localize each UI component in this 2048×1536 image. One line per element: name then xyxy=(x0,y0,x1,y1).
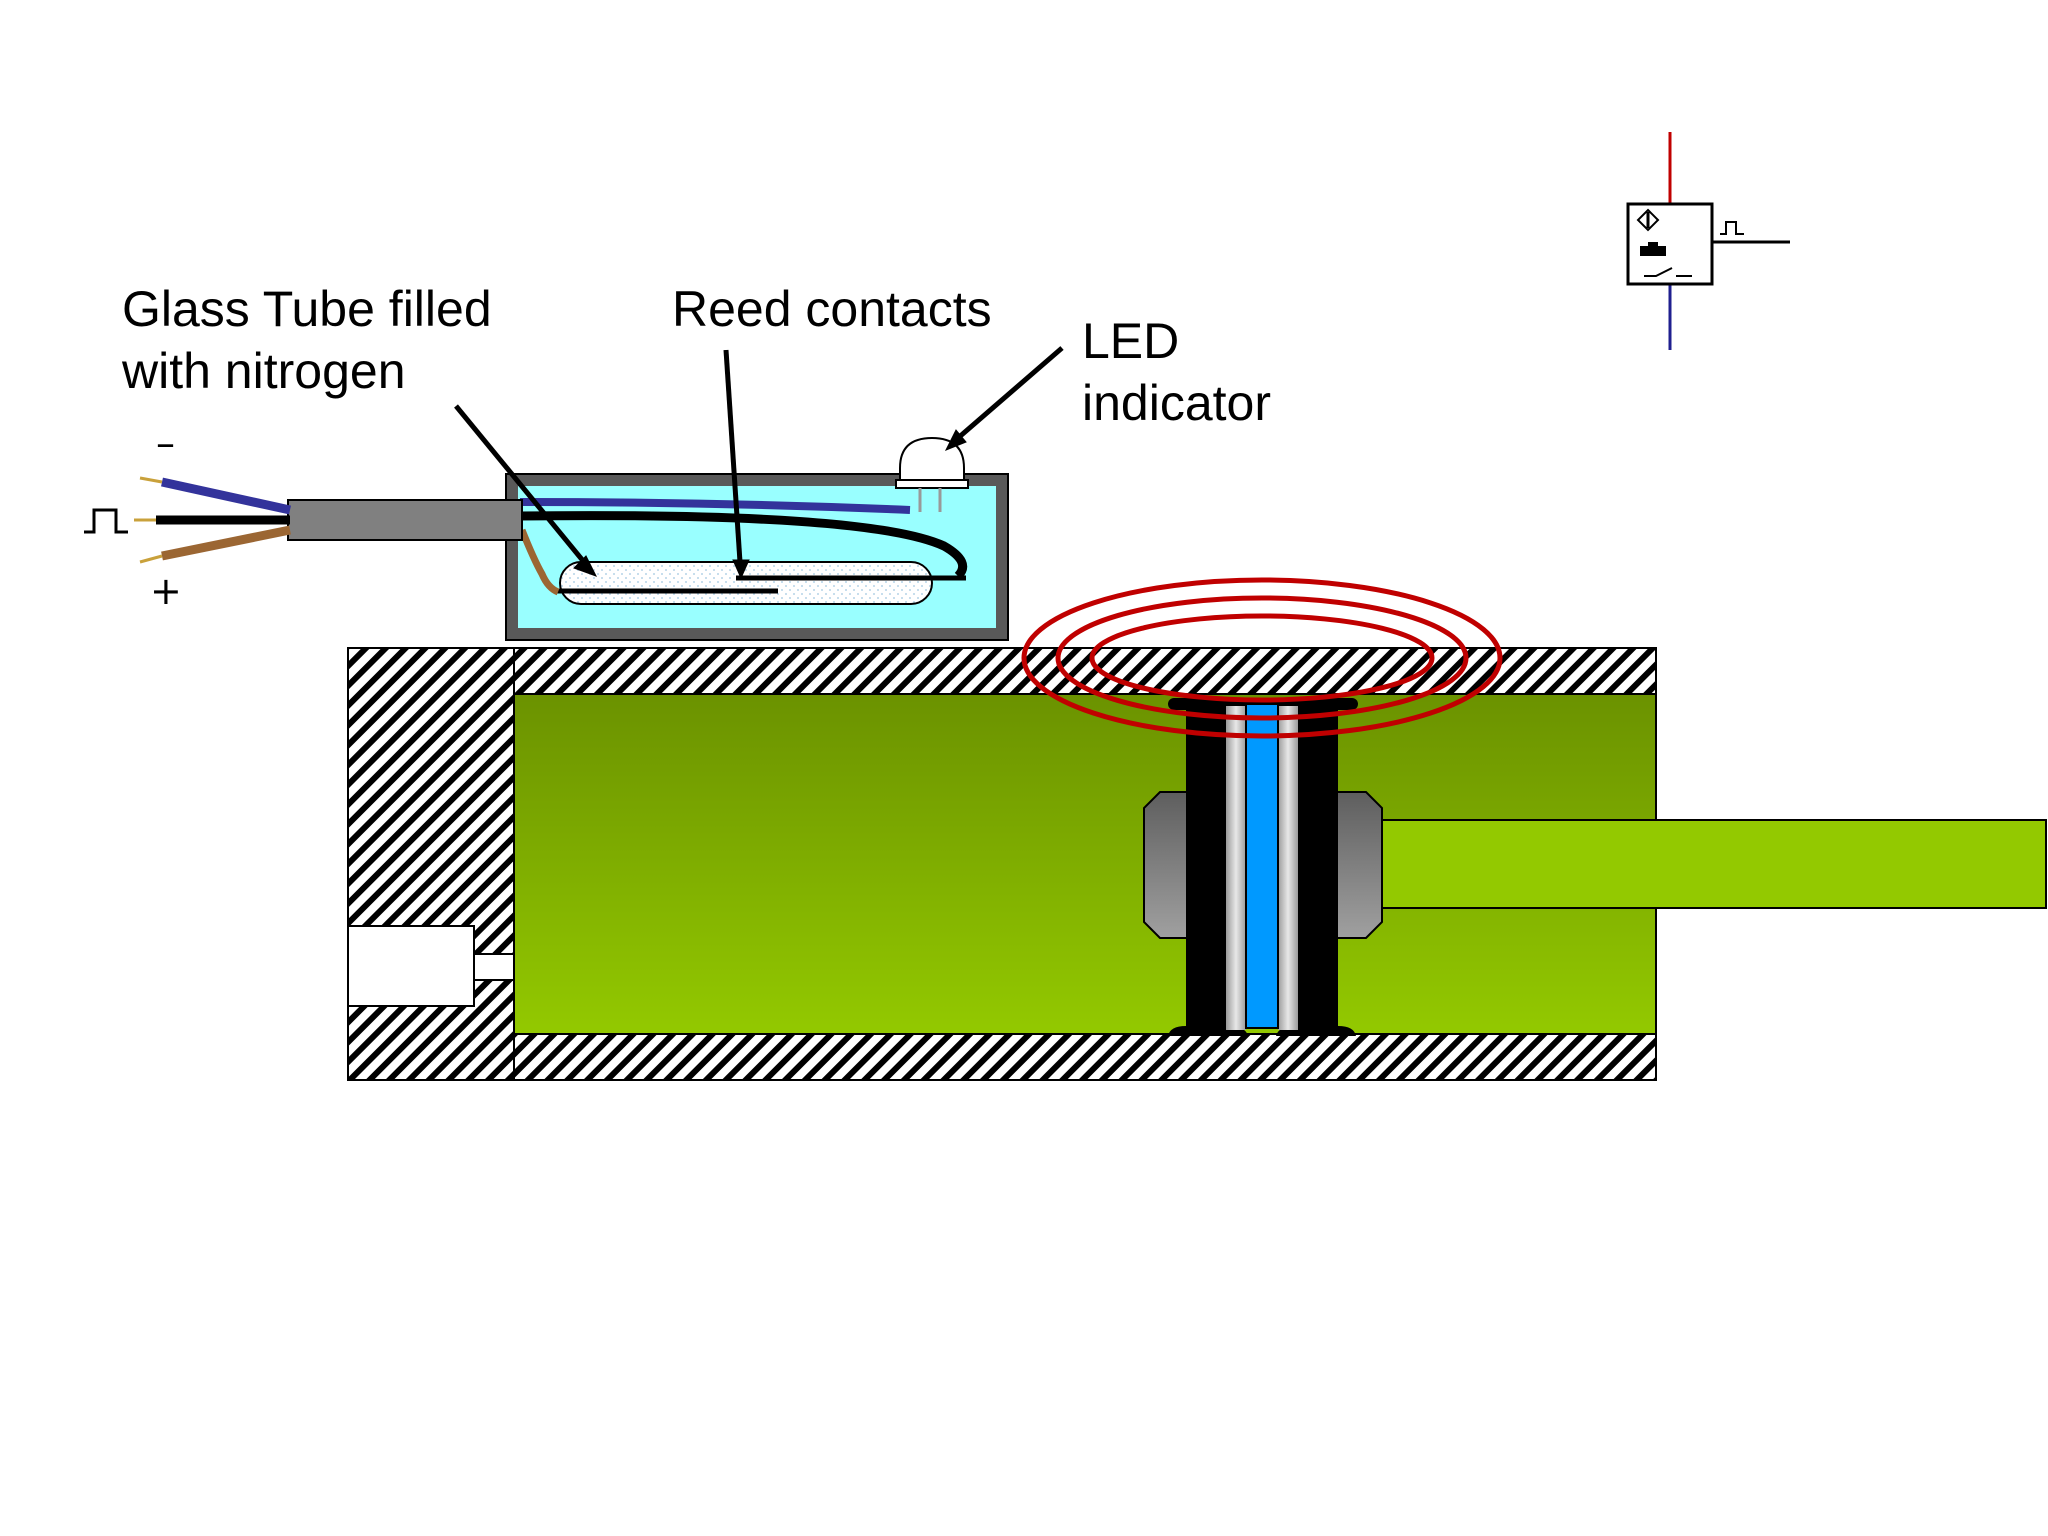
glass-tube-arrowhead xyxy=(573,555,598,577)
glass-tube-label-line1: Glass Tube filled xyxy=(122,281,492,337)
symbol-output-pulse xyxy=(1720,221,1744,235)
field-ring-inner xyxy=(1089,613,1435,703)
glass-tube-leader xyxy=(454,404,586,564)
wire-tip-brown xyxy=(139,554,163,564)
positive-marker: + xyxy=(150,569,182,613)
negative-marker: – xyxy=(156,421,175,465)
piston-magnet xyxy=(1245,703,1279,1029)
sensor-symbol-icon xyxy=(1626,132,1790,350)
field-ring-middle xyxy=(1055,595,1469,721)
piston-seal-left xyxy=(1168,706,1248,1036)
led-dome xyxy=(899,436,965,487)
reed-contacts-arrowhead xyxy=(732,559,750,580)
sensor-cable xyxy=(287,499,523,541)
switch-icon xyxy=(1644,267,1692,277)
external-wires xyxy=(134,476,291,564)
wire-brown xyxy=(161,525,291,561)
cylinder-port xyxy=(347,925,475,1007)
cylinder-bottom-wall xyxy=(513,1033,1657,1081)
diamond-icon xyxy=(1636,208,1660,232)
led-indicator-label-line2: indicator xyxy=(1082,375,1271,431)
wire-blue xyxy=(161,477,291,515)
cylinder-port-channel xyxy=(473,953,515,981)
square-pulse-icon xyxy=(84,508,128,534)
internal-wire-black xyxy=(519,511,968,580)
led-indicator-label-line1: LED xyxy=(1082,313,1179,369)
led-base xyxy=(895,479,969,489)
magnetic-field xyxy=(1021,577,1503,739)
piston-rod xyxy=(1371,819,2047,909)
magnet-icon xyxy=(1640,246,1666,256)
piston-sleeve-right xyxy=(1278,706,1298,1030)
reed-contacts-label: Reed contacts xyxy=(672,281,992,337)
glass-tube-label-line2: with nitrogen xyxy=(121,343,406,399)
internal-wire-blue xyxy=(519,498,911,514)
led xyxy=(895,436,969,512)
glass-tube-body xyxy=(559,561,933,605)
field-ring-outer xyxy=(1021,577,1503,739)
reed-contacts-leader xyxy=(723,349,743,563)
led-leader xyxy=(956,346,1064,440)
internal-wire-brown xyxy=(518,528,560,596)
leader-lines xyxy=(454,346,1064,580)
cylinder-end-cap xyxy=(347,647,515,1081)
led-arrowhead xyxy=(944,429,967,451)
piston-sleeve-left xyxy=(1226,706,1246,1030)
glass-tube xyxy=(554,561,966,605)
piston-seal-right xyxy=(1276,706,1356,1036)
magnet-icon-top xyxy=(1648,242,1658,248)
piston xyxy=(1143,698,1383,1036)
wire-tip-blue xyxy=(139,476,163,484)
